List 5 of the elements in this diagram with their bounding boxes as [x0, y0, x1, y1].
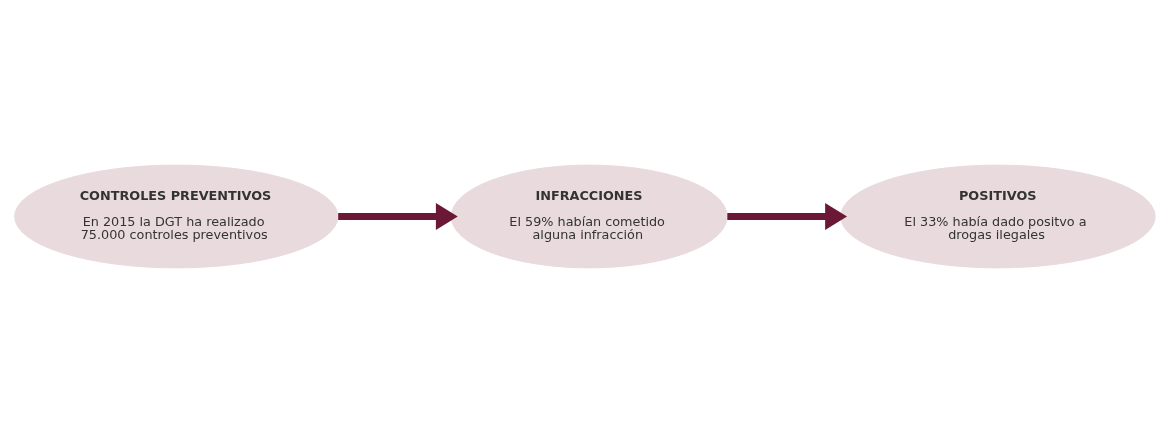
node-ellipse: INFRACCIONES El 59% habían cometido alguna infracción: [450, 164, 728, 268]
node-ellipse: CONTROLES PREVENTIVOS En 2015 la DGT ha realizado 75.000 controles preventivos: [14, 164, 339, 268]
arrow: [338, 202, 458, 230]
arrow: [727, 202, 847, 230]
node-ellipse: POSITIVOS El 33% había dado positvo a drogas ilegales: [840, 164, 1156, 268]
